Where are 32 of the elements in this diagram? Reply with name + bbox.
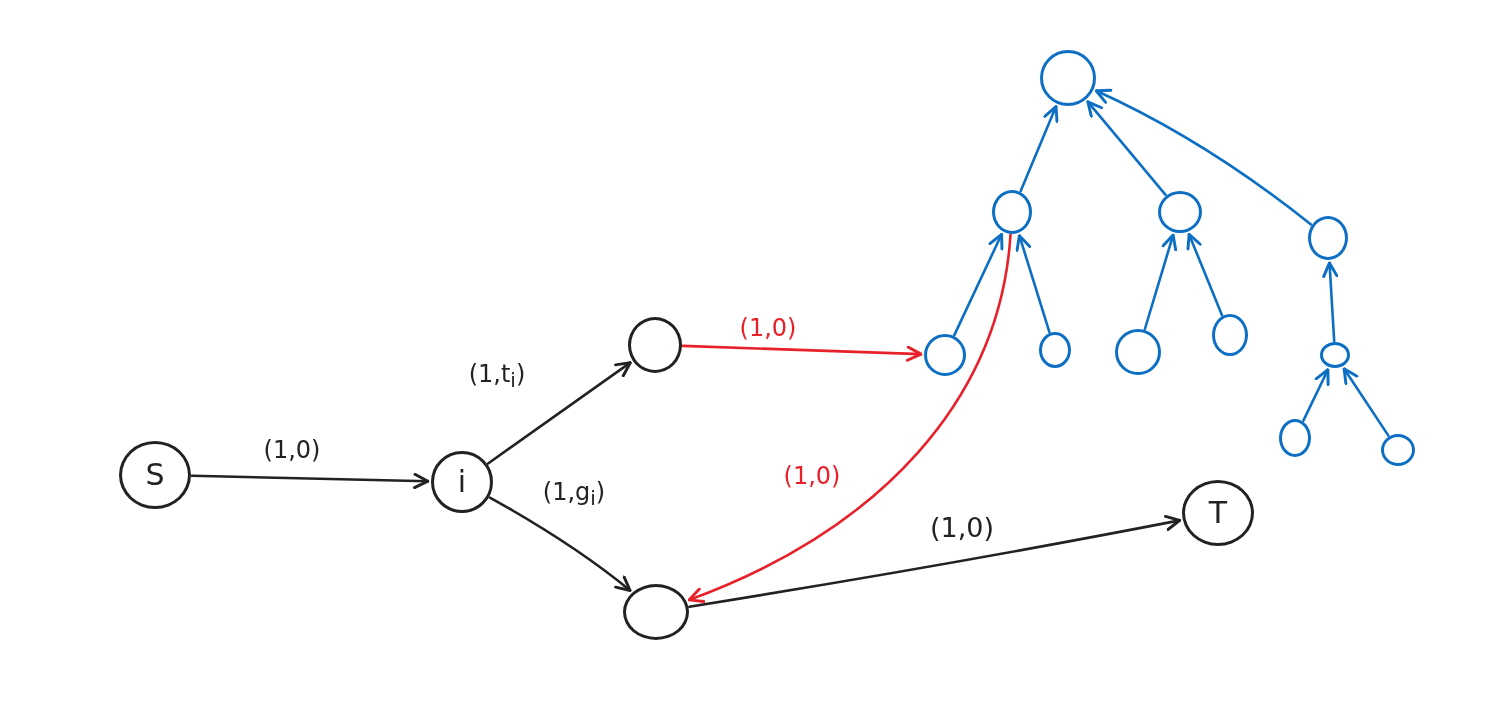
arrow: [1143, 233, 1178, 331]
tree-node: [1158, 191, 1202, 233]
arrow: [1015, 234, 1051, 334]
arrow: [953, 232, 1004, 337]
tree-node: [1320, 342, 1350, 368]
arrow: [486, 361, 632, 465]
arrow: [1322, 261, 1339, 343]
arrow: [687, 233, 1012, 603]
arrow: [1019, 105, 1059, 193]
graph-node: [628, 317, 682, 373]
tree-node: [1381, 434, 1415, 466]
arrow: [190, 472, 430, 490]
tree-node: [1212, 314, 1248, 356]
tree-node: [924, 334, 966, 376]
arrow: [681, 344, 923, 362]
tree-node: [1040, 50, 1096, 106]
arrow: [1302, 368, 1330, 422]
arrow: [1094, 88, 1313, 226]
tree-node: [1279, 419, 1311, 457]
tree-node: [1039, 332, 1071, 368]
arrow: [688, 514, 1182, 608]
tree-node: [1115, 329, 1161, 375]
arrow: [1186, 232, 1224, 317]
graph-node: T: [1182, 480, 1254, 546]
arrow: [488, 496, 632, 592]
graph-node: [623, 584, 689, 640]
tree-node: [992, 190, 1032, 234]
arrow: [1342, 367, 1390, 437]
graph-node: i: [431, 451, 493, 513]
graph-node: S: [119, 441, 191, 509]
tree-node: [1308, 216, 1348, 260]
arrow: [1086, 100, 1167, 197]
